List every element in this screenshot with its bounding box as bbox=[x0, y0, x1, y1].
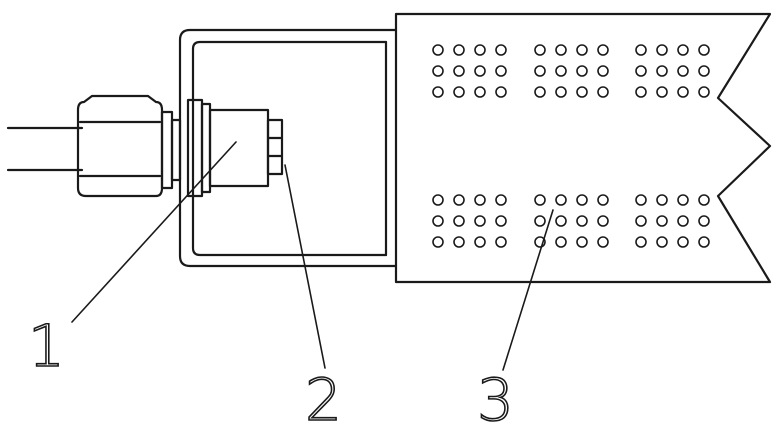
perforation-hole bbox=[698, 236, 710, 248]
perforation-hole bbox=[495, 86, 507, 98]
perforation-hole bbox=[576, 194, 588, 206]
perforation-hole bbox=[597, 215, 609, 227]
perforation-hole bbox=[534, 65, 546, 77]
cable-gland bbox=[76, 94, 182, 198]
perforation-hole bbox=[698, 65, 710, 77]
hole-pattern bbox=[432, 44, 710, 248]
perforation-hole bbox=[555, 44, 567, 56]
perforation-hole bbox=[432, 65, 444, 77]
perforation-hole bbox=[432, 236, 444, 248]
perforation-hole bbox=[656, 215, 668, 227]
perforation-hole bbox=[474, 236, 486, 248]
perforation-hole bbox=[453, 194, 465, 206]
perforation-hole bbox=[635, 44, 647, 56]
perforation-hole bbox=[432, 215, 444, 227]
perforation-hole bbox=[453, 215, 465, 227]
label-2: 2 bbox=[305, 366, 342, 429]
perforation-hole bbox=[474, 215, 486, 227]
perforation-hole bbox=[635, 236, 647, 248]
perforation-hole bbox=[474, 65, 486, 77]
perforation-hole bbox=[597, 65, 609, 77]
perforation-hole bbox=[576, 44, 588, 56]
perforation-hole bbox=[474, 44, 486, 56]
perforation-hole bbox=[432, 86, 444, 98]
callout-labels: 1 2 3 bbox=[27, 311, 515, 429]
perforation-hole bbox=[677, 65, 689, 77]
perforation-hole bbox=[677, 44, 689, 56]
perforation-hole bbox=[534, 215, 546, 227]
perforation-hole bbox=[495, 65, 507, 77]
perforation-hole bbox=[453, 86, 465, 98]
perforation-hole bbox=[474, 86, 486, 98]
leader-line-1 bbox=[71, 141, 237, 323]
perforation-hole bbox=[495, 215, 507, 227]
perforated-plate bbox=[394, 12, 772, 284]
perforation-hole bbox=[677, 194, 689, 206]
perforation-hole bbox=[698, 215, 710, 227]
perforation-hole bbox=[453, 236, 465, 248]
perforation-hole bbox=[698, 194, 710, 206]
perforation-hole bbox=[555, 215, 567, 227]
perforation-hole bbox=[635, 215, 647, 227]
perforation-hole bbox=[555, 65, 567, 77]
perforation-hole bbox=[677, 215, 689, 227]
perforation-hole bbox=[576, 65, 588, 77]
perforation-hole bbox=[677, 86, 689, 98]
perforation-hole bbox=[635, 65, 647, 77]
bracket-housing bbox=[178, 28, 398, 268]
perforation-hole bbox=[432, 44, 444, 56]
perforation-hole bbox=[597, 236, 609, 248]
perforation-hole bbox=[576, 215, 588, 227]
perforation-hole bbox=[495, 236, 507, 248]
perforation-hole bbox=[432, 194, 444, 206]
perforation-hole bbox=[698, 86, 710, 98]
perforation-hole bbox=[453, 65, 465, 77]
perforation-hole bbox=[656, 65, 668, 77]
perforation-hole bbox=[474, 194, 486, 206]
perforation-hole bbox=[555, 236, 567, 248]
perforation-hole bbox=[534, 44, 546, 56]
perforation-hole bbox=[576, 236, 588, 248]
perforation-hole bbox=[453, 44, 465, 56]
perforation-hole bbox=[555, 86, 567, 98]
perforation-hole bbox=[555, 194, 567, 206]
leader-line-2 bbox=[284, 164, 326, 369]
perforation-hole bbox=[495, 194, 507, 206]
perforation-hole bbox=[656, 236, 668, 248]
leader-lines bbox=[71, 141, 554, 371]
perforation-hole bbox=[576, 86, 588, 98]
perforation-hole bbox=[635, 194, 647, 206]
perforation-hole bbox=[698, 44, 710, 56]
leader-line-3 bbox=[502, 209, 554, 371]
perforation-hole bbox=[677, 236, 689, 248]
perforation-hole bbox=[534, 194, 546, 206]
perforation-hole bbox=[635, 86, 647, 98]
terminal-stud bbox=[266, 118, 284, 176]
perforation-hole bbox=[597, 194, 609, 206]
perforation-hole bbox=[597, 86, 609, 98]
perforation-hole bbox=[534, 236, 546, 248]
perforation-hole bbox=[597, 44, 609, 56]
perforation-hole bbox=[495, 44, 507, 56]
perforation-hole bbox=[656, 194, 668, 206]
cable bbox=[6, 126, 84, 172]
perforation-hole bbox=[656, 44, 668, 56]
perforation-hole bbox=[534, 86, 546, 98]
label-3: 3 bbox=[477, 366, 514, 429]
perforation-hole bbox=[656, 86, 668, 98]
label-1: 1 bbox=[28, 312, 65, 380]
